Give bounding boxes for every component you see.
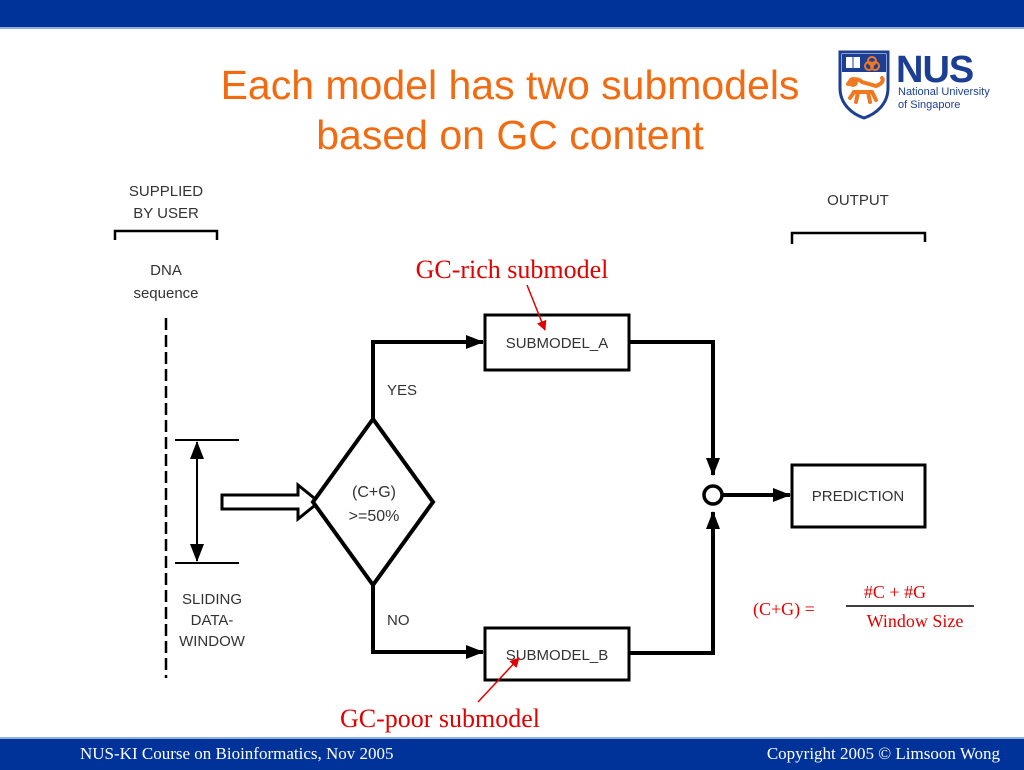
prediction-label: PREDICTION: [812, 488, 905, 505]
title-line-1: Each model has two submodels: [220, 62, 800, 108]
nus-logo: NUS National University of Singapore: [836, 48, 996, 120]
merge-junction: [702, 484, 724, 506]
decision-line-1: (C+G): [352, 484, 396, 501]
window-label-line-2: DATA-: [191, 612, 234, 629]
slide-title: Each model has two submodels based on GC…: [120, 60, 900, 160]
logo-name: NUS: [896, 49, 974, 91]
input-header-line-1: SUPPLIED: [129, 183, 203, 200]
hollow-arrow: [220, 481, 322, 523]
input-label-line-1: DNA: [150, 262, 182, 279]
prediction-box: [790, 463, 927, 529]
merge-from-a: [629, 340, 720, 476]
decision-line-2: >=50%: [349, 508, 400, 525]
window-label-line-1: SLIDING: [182, 591, 242, 608]
logo-subtitle: National University of Singapore: [898, 86, 990, 112]
input-label-line-2: sequence: [133, 285, 198, 302]
decision-diamond: [310, 415, 436, 589]
nus-crest-icon: [838, 50, 890, 120]
formula-denominator: Window Size: [867, 611, 964, 631]
gc-poor-pointer: [477, 657, 520, 703]
input-bracket: [113, 229, 219, 240]
formula-numerator: #C + #G: [864, 582, 926, 602]
merge-from-b: [629, 511, 720, 655]
no-label: NO: [387, 612, 410, 629]
title-line-2: based on GC content: [316, 112, 704, 158]
no-connector: [371, 585, 484, 659]
footer-bar: NUS-KI Course on Bioinformatics, Nov 200…: [0, 737, 1024, 770]
formula-lhs: (C+G) =: [753, 599, 815, 620]
submodel-a-label: SUBMODEL_A: [506, 335, 609, 352]
output-bracket: [790, 231, 927, 244]
logo-subtitle-line-1: National University: [898, 86, 990, 98]
output-header: OUTPUT: [827, 192, 889, 209]
gc-poor-annotation: GC-poor submodel: [340, 704, 540, 733]
input-header-line-2: BY USER: [133, 205, 199, 222]
footer-copyright: Copyright 2005 © Limsoon Wong: [766, 744, 1000, 763]
top-bar: [0, 0, 1024, 29]
gc-rich-annotation: GC-rich submodel: [416, 255, 609, 284]
gc-rich-pointer: [526, 284, 547, 331]
yes-connector: [371, 335, 484, 419]
footer-course: NUS-KI Course on Bioinformatics, Nov 200…: [80, 744, 394, 763]
yes-label: YES: [387, 382, 417, 399]
window-label-line-3: WINDOW: [179, 633, 246, 650]
logo-subtitle-line-2: of Singapore: [898, 99, 961, 111]
submodel-b-label: SUBMODEL_B: [506, 647, 609, 664]
